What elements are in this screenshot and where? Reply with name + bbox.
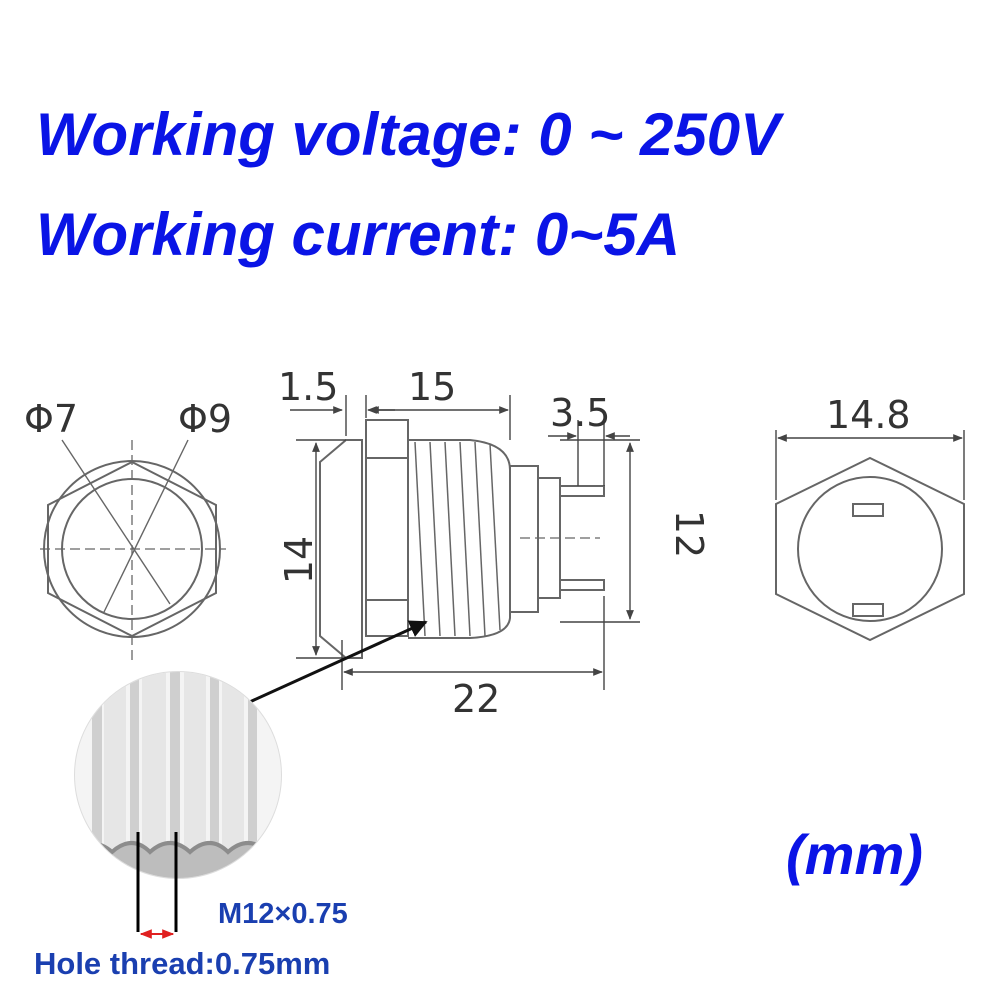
- terminal-top: [559, 485, 605, 497]
- dim-3-5-label: 3.5: [550, 391, 610, 435]
- phi7-leader: [61, 439, 171, 605]
- phi9-leader: [103, 439, 189, 613]
- rear-ring-circle: [797, 476, 943, 622]
- rear-terminal-top: [852, 503, 884, 517]
- dim-12-label: 12: [667, 510, 711, 558]
- thread-spec-label: M12×0.75: [218, 898, 348, 930]
- dim-1-5-label: 1.5: [278, 365, 338, 409]
- phi9-label: Φ9: [178, 397, 232, 441]
- thread-lines: [414, 441, 501, 637]
- hex-nut: [365, 419, 409, 637]
- phi7-label: Φ7: [24, 397, 78, 441]
- side-view: [319, 419, 605, 659]
- rear-view: [775, 456, 965, 642]
- pitch-marker-lines: [136, 832, 178, 932]
- front-view: [40, 439, 226, 660]
- dim-22-label: 22: [452, 677, 500, 721]
- rear-terminal-bottom: [852, 603, 884, 617]
- cap-outline: [319, 439, 363, 659]
- dim-14-label: 14: [277, 536, 321, 584]
- callout-arrow: [231, 620, 428, 712]
- terminal-bottom: [559, 579, 605, 591]
- rear-view-dimensions: [775, 430, 965, 500]
- hex-outline-right: [775, 456, 965, 642]
- rear-base: [509, 465, 539, 613]
- unit-label: (mm): [786, 823, 923, 886]
- dim-15-label: 15: [408, 365, 456, 409]
- working-voltage-heading: Working voltage: 0 ~ 250V: [36, 101, 781, 168]
- dim-14-8-label: 14.8: [826, 393, 911, 437]
- working-current-heading: Working current: 0~5A: [36, 201, 681, 268]
- thread-zoom-circle: [74, 671, 282, 879]
- side-view-dimensions: [290, 395, 640, 690]
- hole-thread-label: Hole thread:0.75mm: [34, 946, 331, 981]
